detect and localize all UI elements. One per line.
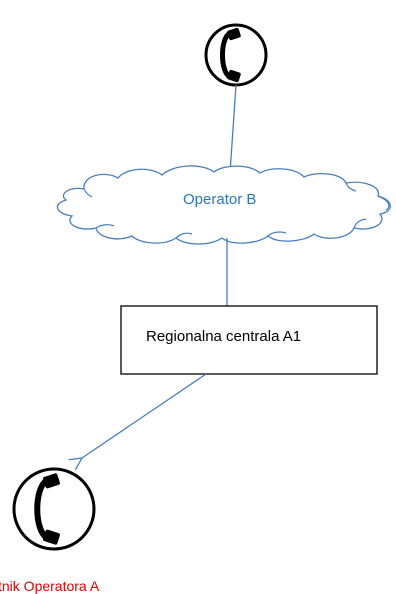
edge-box-bottom-phone xyxy=(82,373,207,458)
operator-b-cloud xyxy=(56,165,391,245)
subscriber-label: tnik Operatora A xyxy=(0,578,100,594)
box-label: Regionalna centrala A1 xyxy=(146,328,302,345)
cloud-label: Operator B xyxy=(183,191,257,208)
telephone-handset-icon xyxy=(34,473,60,545)
bottom-phone-node xyxy=(12,467,96,551)
edge-top-phone-cloud xyxy=(229,84,237,174)
regional-exchange-box xyxy=(120,305,378,375)
top-phone-node xyxy=(204,23,268,87)
telephone-handset-icon xyxy=(220,27,241,83)
